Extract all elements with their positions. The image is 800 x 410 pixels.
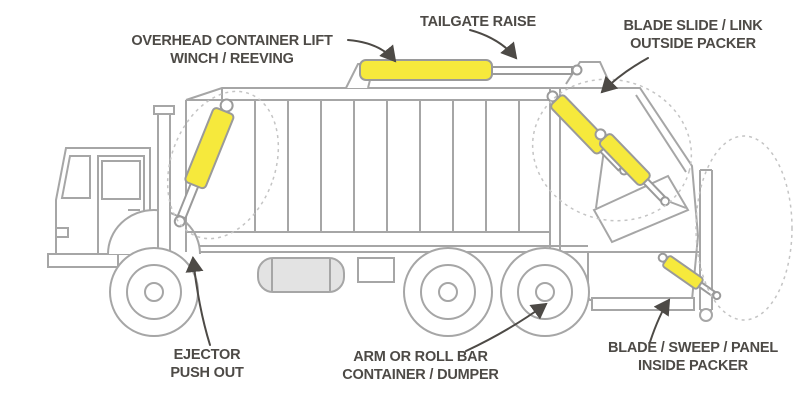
ejector-cylinder-highlight xyxy=(173,98,235,228)
label-overhead-container-lift: OVERHEAD CONTAINER LIFT WINCH / REEVING xyxy=(118,32,346,68)
label-line: OVERHEAD CONTAINER LIFT xyxy=(131,33,333,49)
label-line: PUSH OUT xyxy=(170,365,244,382)
label-line: EJECTOR xyxy=(173,347,241,363)
focus-ellipses xyxy=(166,78,793,321)
label-line: ARM OR ROLL BAR xyxy=(353,349,488,365)
inside-packer-cylinder-highlight xyxy=(657,252,722,301)
truck-body xyxy=(185,87,551,252)
label-ejector-push-out: EJECTOR PUSH OUT xyxy=(148,346,266,382)
fuel-tank xyxy=(257,257,395,293)
label-blade-slide-outside-packer: BLADE SLIDE / LINK OUTSIDE PACKER xyxy=(598,17,788,53)
rear-wheel-back xyxy=(500,247,590,337)
arrow-tailgate-raise xyxy=(469,29,518,60)
label-line: WINCH / REEVING xyxy=(170,51,294,68)
front-wheel xyxy=(109,247,199,337)
rear-wheel-front xyxy=(403,247,493,337)
label-line: CONTAINER / DUMPER xyxy=(342,367,499,384)
arrow-overhead-lift xyxy=(347,39,397,63)
arrow-ejector xyxy=(185,256,211,346)
arrow-inside-packer xyxy=(649,298,671,343)
label-line: TAILGATE RAISE xyxy=(420,14,536,30)
label-line: BLADE SLIDE / LINK xyxy=(623,18,763,34)
arrow-arm-rollbar xyxy=(465,302,548,352)
label-tailgate-raise: TAILGATE RAISE xyxy=(398,13,558,31)
label-line: BLADE / SWEEP / PANEL xyxy=(607,340,779,356)
chassis-frame xyxy=(116,245,700,253)
label-line: INSIDE PACKER xyxy=(638,358,748,375)
label-arm-rollbar-dumper: ARM OR ROLL BAR CONTAINER / DUMPER xyxy=(328,348,513,384)
arrow-blade-slide xyxy=(600,57,649,94)
tailgate-raise-cylinder-highlight xyxy=(359,59,583,81)
link-cylinder-highlight xyxy=(594,128,671,207)
label-line: OUTSIDE PACKER xyxy=(630,36,756,53)
packer-blade xyxy=(592,149,690,244)
label-blade-sweep-inside-packer: BLADE / SWEEP / PANEL INSIDE PACKER xyxy=(598,339,788,375)
exhaust-stack xyxy=(153,105,175,253)
